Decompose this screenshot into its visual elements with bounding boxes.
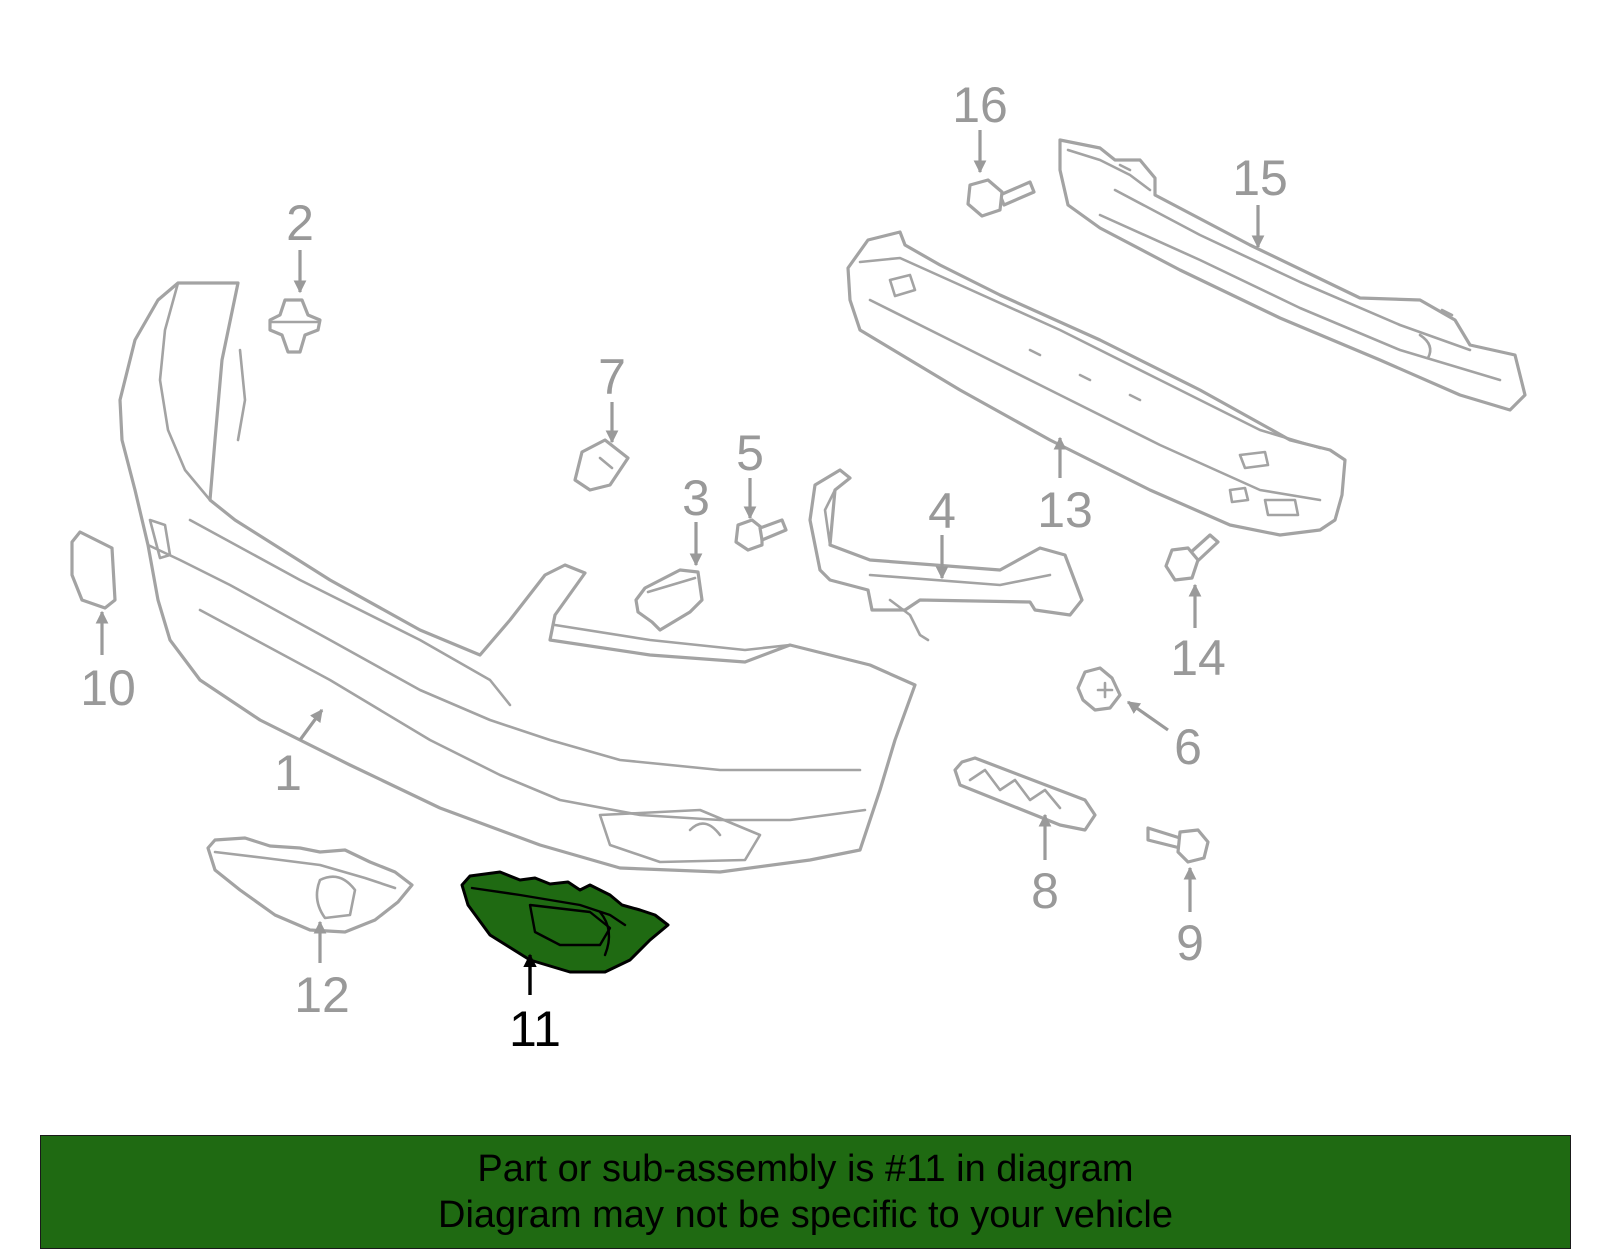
side-bracket-part-8 <box>953 756 1097 832</box>
banner-line-disclaimer: Diagram may not be specific to your vehi… <box>438 1194 1173 1236</box>
callout-1: 1 <box>274 745 302 801</box>
cap-part-10 <box>70 530 117 610</box>
callout-7: 7 <box>598 349 626 405</box>
callout-6: 6 <box>1174 719 1202 775</box>
callout-12: 12 <box>294 967 350 1023</box>
callout-13: 13 <box>1037 482 1093 538</box>
clip-part-6 <box>1076 666 1122 712</box>
push-clip-part-2 <box>268 298 322 354</box>
info-banner: Part or sub-assembly is #11 in diagram D… <box>40 1135 1571 1249</box>
callout-16: 16 <box>952 77 1008 133</box>
bolt-part-14 <box>1164 533 1220 582</box>
leader-lines <box>95 130 1265 995</box>
support-bracket-part-4 <box>808 468 1084 642</box>
bolt-part-5 <box>734 518 788 552</box>
callout-11: 11 <box>509 1001 561 1057</box>
callout-4: 4 <box>928 483 956 539</box>
bracket-part-3 <box>634 568 704 632</box>
callout-5: 5 <box>736 425 764 481</box>
callout-15: 15 <box>1232 150 1288 206</box>
fog-lamp-trim-part-11 <box>460 870 670 974</box>
callout-10: 10 <box>80 660 136 716</box>
fog-lamp-bezel-part-12 <box>206 836 414 934</box>
bolt-part-9 <box>1146 826 1210 864</box>
reinforcement-beam-part-13 <box>846 230 1347 537</box>
callout-9: 9 <box>1176 915 1204 971</box>
energy-absorber-part-15 <box>1058 138 1527 412</box>
bumper-cover-part-1 <box>118 281 917 874</box>
clip-part-7 <box>573 438 630 492</box>
banner-line-part-number: Part or sub-assembly is #11 in diagram <box>477 1148 1134 1190</box>
callout-14: 14 <box>1170 630 1226 686</box>
callout-2: 2 <box>286 195 314 251</box>
leader-6 <box>1126 700 1169 732</box>
bolt-part-16 <box>966 178 1036 218</box>
callout-numbers: 1 2 3 4 5 6 7 8 9 10 11 12 13 14 15 16 <box>80 77 1288 1057</box>
callout-8: 8 <box>1031 863 1059 919</box>
callout-3: 3 <box>682 470 710 526</box>
leader-1 <box>298 708 324 741</box>
